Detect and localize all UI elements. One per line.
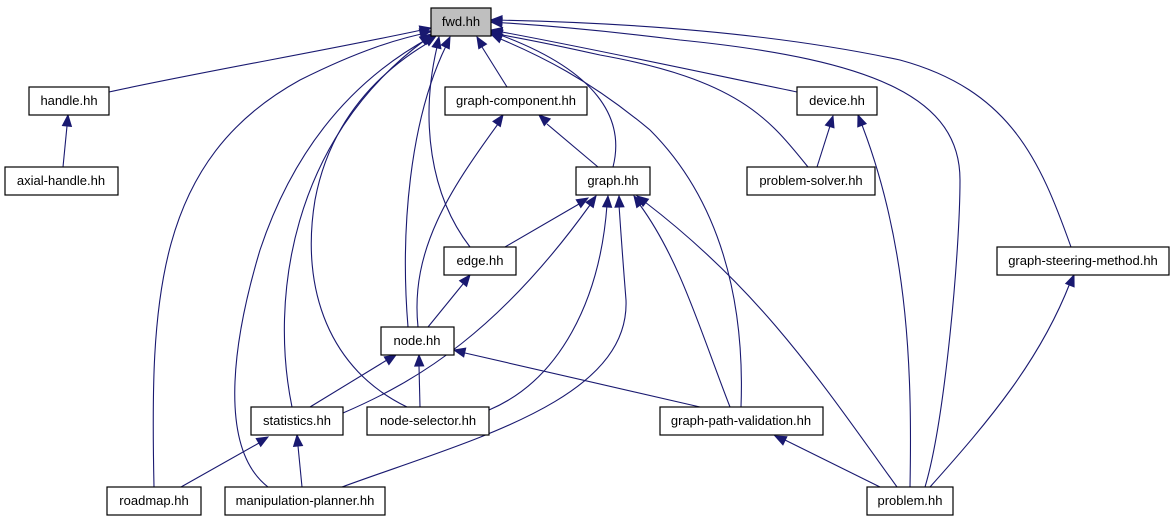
node-problem-solver-label: problem-solver.hh: [759, 173, 862, 188]
edge-graph-path-validation-to-graph: [633, 194, 731, 408]
node-problem-label: problem.hh: [877, 493, 942, 508]
edge-statistics-to-node: [309, 354, 398, 408]
node-graph-component-label: graph-component.hh: [456, 93, 576, 108]
edge-problem-to-fwd: [489, 17, 961, 488]
edge-problem-solver-to-device: [816, 114, 835, 168]
node-graph-component[interactable]: graph-component.hh: [444, 86, 588, 116]
edge-graph-component-to-fwd: [476, 35, 508, 88]
node-problem-solver[interactable]: problem-solver.hh: [746, 166, 876, 196]
node-handle[interactable]: handle.hh: [28, 86, 110, 116]
node-edge-label: edge.hh: [457, 253, 504, 268]
node-axial-handle-label: axial-handle.hh: [17, 173, 105, 188]
edge-roadmap-to-fwd: [152, 28, 433, 488]
node-graph-label: graph.hh: [587, 173, 638, 188]
node-handle-label: handle.hh: [40, 93, 97, 108]
nodes-layer: fwd.hh handle.hh axial-handle.hh graph-c…: [4, 7, 1170, 516]
edge-roadmap-to-statistics: [180, 436, 270, 488]
node-graph-path-validation-label: graph-path-validation.hh: [671, 413, 811, 428]
node-manipulation-planner[interactable]: manipulation-planner.hh: [224, 486, 386, 516]
edge-node-selector-to-node: [413, 353, 425, 408]
edge-node-to-graph-component: [416, 113, 504, 328]
edge-graph-path-validation-to-fwd: [489, 33, 742, 408]
node-roadmap[interactable]: roadmap.hh: [106, 486, 202, 516]
node-statistics-label: statistics.hh: [263, 413, 331, 428]
node-node-selector-label: node-selector.hh: [380, 413, 476, 428]
edge-problem-to-graph-path-validation: [773, 435, 881, 488]
node-axial-handle[interactable]: axial-handle.hh: [4, 166, 119, 196]
node-node-selector[interactable]: node-selector.hh: [366, 406, 490, 436]
node-node-label: node.hh: [394, 333, 441, 348]
node-device[interactable]: device.hh: [796, 86, 878, 116]
node-graph-path-validation[interactable]: graph-path-validation.hh: [659, 406, 824, 436]
node-problem[interactable]: problem.hh: [866, 486, 954, 516]
node-roadmap-label: roadmap.hh: [119, 493, 188, 508]
edge-edge-to-fwd: [428, 35, 471, 248]
node-graph[interactable]: graph.hh: [575, 166, 651, 196]
node-graph-steering-method-label: graph-steering-method.hh: [1008, 253, 1158, 268]
edge-manipulation-planner-to-statistics: [292, 433, 304, 488]
edge-problem-to-graph: [635, 195, 898, 488]
edge-manipulation-planner-to-fwd: [234, 34, 436, 488]
edge-problem-to-device: [857, 113, 912, 488]
edge-graph-path-validation-to-node: [452, 347, 701, 408]
edge-manipulation-planner-to-graph: [341, 194, 627, 488]
edge-handle-to-fwd: [108, 25, 433, 93]
edge-device-to-fwd: [489, 26, 798, 93]
node-edge[interactable]: edge.hh: [443, 246, 517, 276]
edge-statistics-to-graph: [342, 194, 597, 414]
node-statistics[interactable]: statistics.hh: [250, 406, 344, 436]
node-fwd[interactable]: fwd.hh: [430, 7, 492, 37]
node-manipulation-planner-label: manipulation-planner.hh: [236, 493, 375, 508]
edge-node-to-fwd: [404, 35, 451, 328]
edge-axial-handle-to-handle: [61, 113, 73, 168]
node-graph-steering-method[interactable]: graph-steering-method.hh: [996, 246, 1170, 276]
node-device-label: device.hh: [809, 93, 865, 108]
edge-node-to-edge: [427, 273, 471, 328]
edge-edge-to-graph: [504, 197, 590, 248]
node-fwd-label: fwd.hh: [442, 14, 480, 29]
edge-problem-to-graph-steering-method: [929, 273, 1075, 488]
edge-graph-to-graph-component: [538, 114, 599, 168]
node-node[interactable]: node.hh: [380, 326, 455, 356]
edges-layer: [61, 14, 1075, 488]
edge-node-selector-to-graph: [488, 194, 613, 411]
